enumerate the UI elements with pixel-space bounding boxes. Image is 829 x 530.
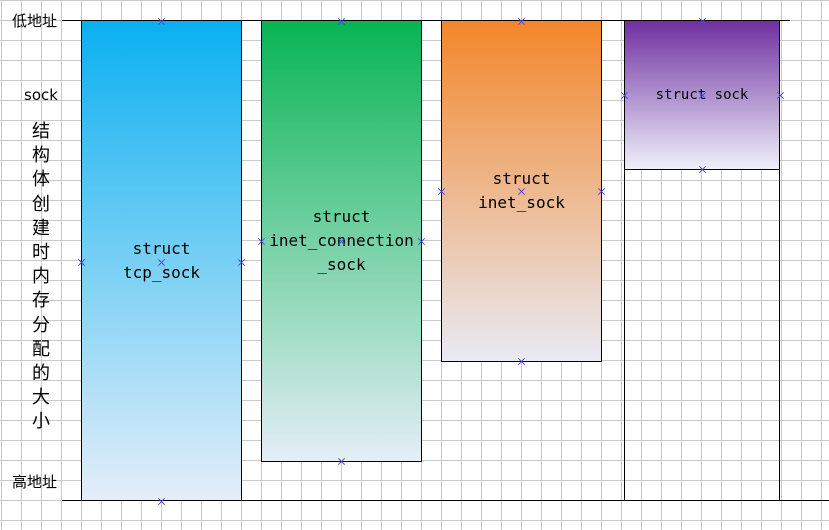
sock-top-handle[interactable] bbox=[699, 18, 706, 25]
inet-connection-sock-center-handle[interactable] bbox=[338, 238, 345, 245]
inet-sock-center-handle[interactable] bbox=[518, 188, 525, 195]
inet-sock-left-handle[interactable] bbox=[438, 188, 445, 195]
low-address-label: 低地址 bbox=[12, 12, 58, 30]
tcp-sock-label: struct tcp_sock bbox=[122, 238, 201, 282]
sock-label: sock bbox=[24, 86, 58, 104]
tcp-sock-top-handle[interactable] bbox=[158, 18, 165, 25]
top-reference-line bbox=[62, 20, 790, 21]
high-address-label: 高地址 bbox=[12, 473, 58, 491]
inet-sock-right-handle[interactable] bbox=[598, 188, 605, 195]
inet-sock-label: struct inet_sock bbox=[478, 169, 565, 212]
sock-left-handle[interactable] bbox=[621, 92, 628, 99]
tcp-sock-left-handle[interactable] bbox=[78, 259, 85, 266]
tcp-sock-center-handle[interactable] bbox=[158, 259, 165, 266]
right-column-left-border bbox=[624, 20, 625, 501]
bottom-reference-line bbox=[62, 500, 829, 501]
right-column-right-border bbox=[779, 20, 780, 501]
inet-connection-sock-bottom-handle[interactable] bbox=[338, 458, 345, 465]
tcp-sock-right-handle[interactable] bbox=[238, 259, 245, 266]
sock-right-handle[interactable] bbox=[777, 92, 784, 99]
allocation-size-label: 结构体创建时内存分配的大小 bbox=[32, 121, 50, 433]
sock-bottom-handle[interactable] bbox=[699, 166, 706, 173]
sock-box-label: struct sock bbox=[655, 87, 749, 103]
inet-connection-sock-right-handle[interactable] bbox=[418, 238, 425, 245]
inet-sock-bottom-handle[interactable] bbox=[518, 358, 525, 365]
inet-connection-sock-top-handle[interactable] bbox=[338, 18, 345, 25]
inet-connection-sock-left-handle[interactable] bbox=[258, 238, 265, 245]
sock-center-handle[interactable] bbox=[699, 92, 706, 99]
tcp-sock-bottom-handle[interactable] bbox=[158, 498, 165, 505]
inet-sock-top-handle[interactable] bbox=[518, 18, 525, 25]
inet-connection-sock-label: struct inet_connection _sock bbox=[269, 207, 414, 274]
